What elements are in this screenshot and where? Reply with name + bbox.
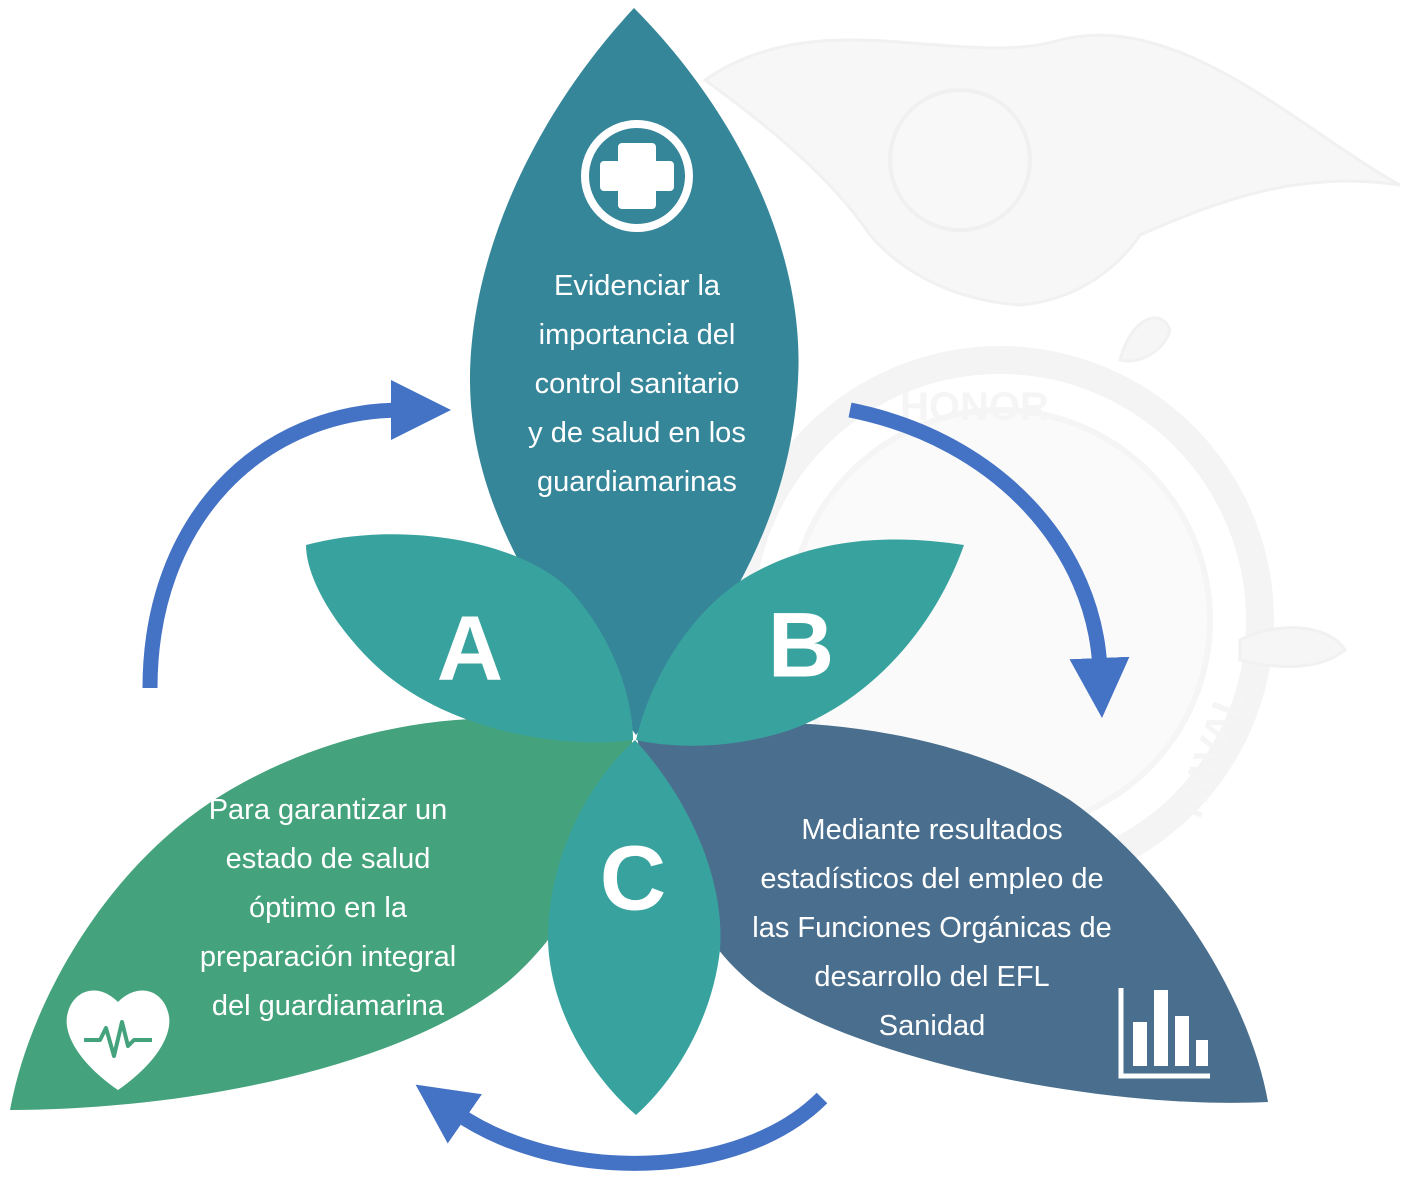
petal-right-text: Mediante resultados estadísticos del emp… [722, 806, 1142, 1051]
petal-left-line: óptimo en la [249, 892, 407, 924]
petal-a [306, 534, 633, 743]
petal-right-line: Mediante resultados [801, 814, 1063, 846]
petal-top [470, 8, 799, 735]
cycle-arrow-right [848, 402, 1130, 718]
petal-b [636, 539, 964, 746]
label-c: C [600, 827, 666, 929]
petal-top-line: Evidenciar la [553, 270, 721, 302]
label-b: B [768, 594, 834, 696]
petal-right-line: desarrollo del EFL [814, 961, 1050, 993]
petal-c [547, 740, 721, 1115]
petal-left-line: estado de salud [225, 843, 431, 875]
heart-pulse-icon [66, 990, 170, 1090]
medical-cross-icon [581, 120, 693, 232]
petal-right [637, 722, 1268, 1103]
petal-top-line: guardiamarinas [537, 466, 737, 498]
watermark-top-word: HONOR [900, 385, 1049, 429]
petal-top-text: Evidenciar la importancia del control sa… [487, 262, 787, 507]
cycle-arrow-bottom [415, 1084, 828, 1171]
petal-right-line: estadísticos del empleo de [760, 863, 1104, 895]
petal-top-line: control sanitario [534, 368, 740, 400]
petal-left-text: Para garantizar un estado de salud óptim… [153, 786, 503, 1031]
bar-chart-icon [1118, 988, 1210, 1079]
label-a: A [437, 597, 503, 699]
petal-left-line: preparación integral [199, 941, 457, 973]
cycle-arrow-left [142, 380, 451, 689]
petal-left-line: del guardiamarina [211, 990, 445, 1022]
petal-right-line: las Funciones Orgánicas de [752, 912, 1112, 944]
petal-top-line: y de salud en los [528, 417, 746, 449]
petal-right-line: Sanidad [878, 1010, 986, 1042]
petal-top-line: importancia del [538, 319, 736, 351]
petal-left-line: Para garantizar un [208, 794, 448, 826]
